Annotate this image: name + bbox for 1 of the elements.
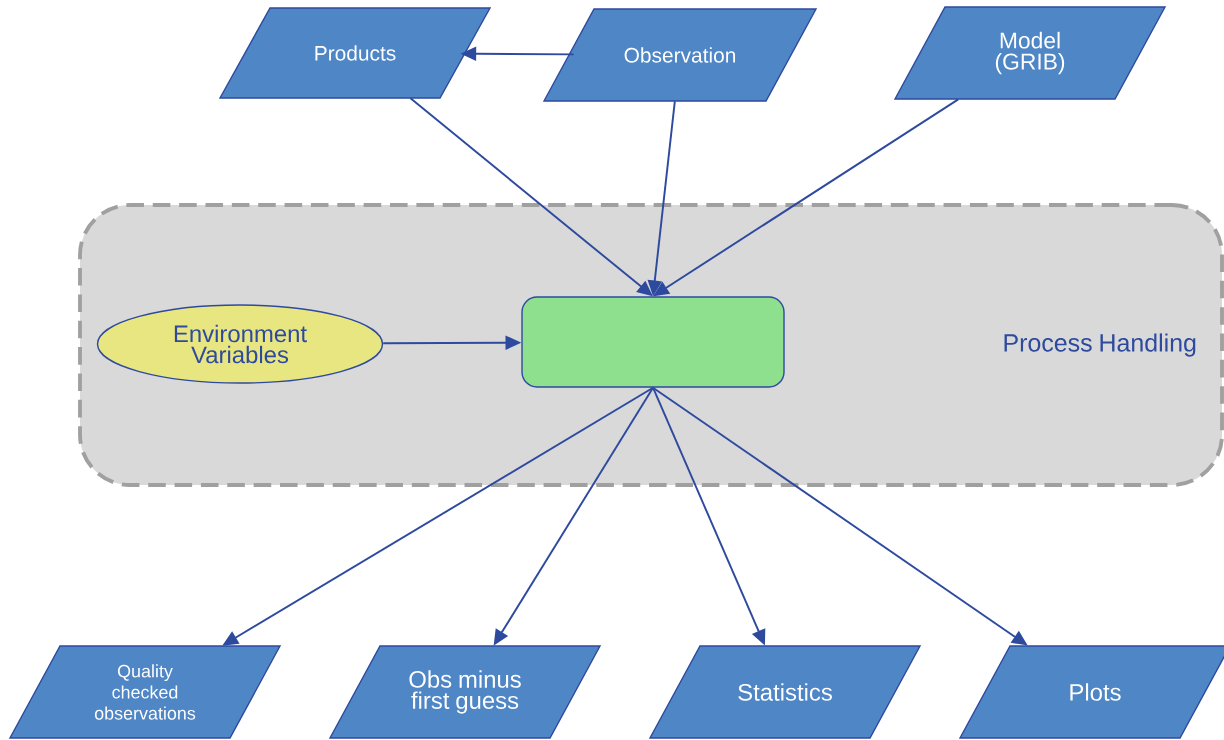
process-box: [521, 296, 785, 388]
